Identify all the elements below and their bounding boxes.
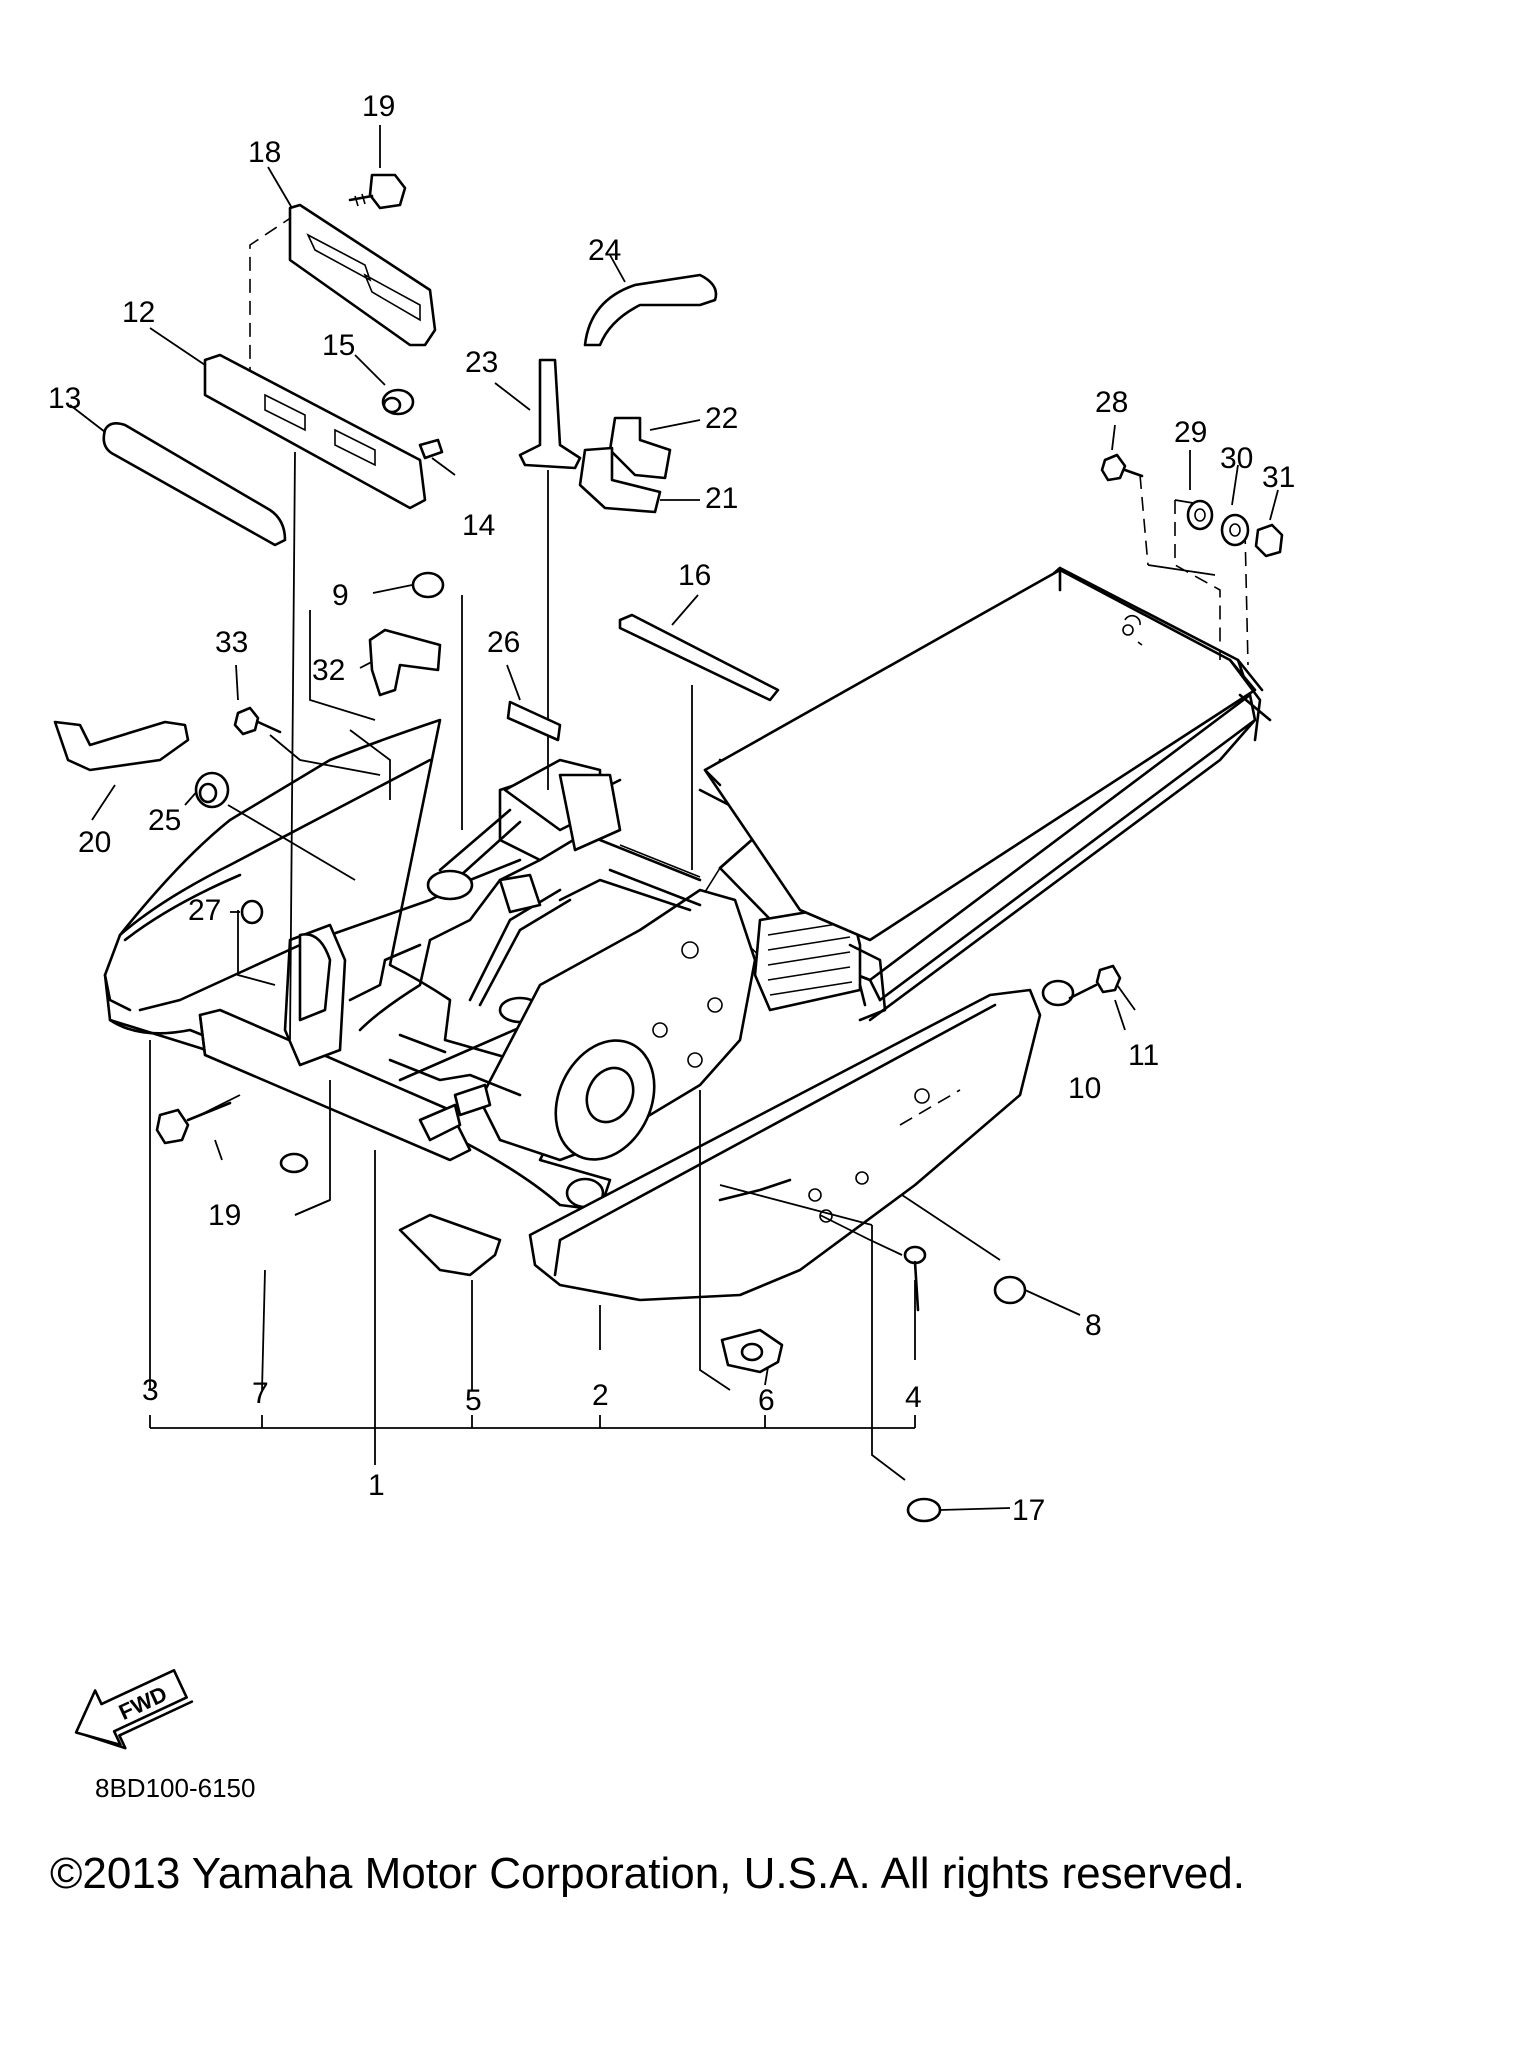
callout-5: 5 — [465, 1384, 482, 1417]
copyright-notice: ©2013 Yamaha Motor Corporation, U.S.A. A… — [50, 1849, 1245, 1898]
callout-19-lower: 19 — [208, 1199, 241, 1232]
plug-17 — [906, 1497, 942, 1523]
pad-26 — [506, 700, 562, 742]
callout-11: 11 — [1128, 1039, 1159, 1072]
pad-21 — [578, 446, 662, 514]
callout-26: 26 — [487, 626, 520, 659]
callout-33: 33 — [215, 626, 248, 659]
bolt-19-top — [348, 173, 407, 210]
washer-29 — [1186, 499, 1214, 531]
callout-7: 7 — [252, 1377, 269, 1410]
cover-24 — [583, 273, 718, 347]
callout-21: 21 — [705, 482, 738, 515]
callout-8: 8 — [1085, 1309, 1102, 1342]
plug-7 — [279, 1152, 309, 1174]
bolt-11 — [1068, 964, 1122, 1000]
bolt-19-lower — [155, 1101, 232, 1145]
bracket-18 — [288, 203, 437, 347]
callout-13: 13 — [48, 382, 81, 415]
strip-16 — [618, 613, 780, 702]
callout-24: 24 — [588, 234, 621, 267]
callout-25: 25 — [148, 804, 181, 837]
callout-18: 18 — [248, 136, 281, 169]
bolt-33 — [233, 706, 282, 736]
grommet-15 — [381, 388, 415, 416]
grommet-25 — [194, 771, 230, 809]
lockwasher-30 — [1220, 513, 1250, 547]
callout-14: 14 — [462, 509, 495, 542]
callout-6: 6 — [758, 1384, 775, 1417]
callout-3: 3 — [142, 1374, 159, 1407]
clip-14 — [418, 438, 444, 460]
callout-10: 10 — [1068, 1072, 1101, 1105]
callout-1: 1 — [368, 1469, 385, 1502]
tunnel-rear-box — [703, 568, 1272, 942]
clip-6 — [720, 1328, 784, 1374]
side-cover — [528, 988, 1042, 1302]
handle-13 — [102, 422, 287, 547]
callout-22: 22 — [705, 402, 738, 435]
callout-9: 9 — [332, 579, 349, 612]
bracket-5 — [398, 1213, 502, 1277]
callout-2: 2 — [592, 1379, 609, 1412]
plug-8 — [993, 1275, 1027, 1305]
nut-31 — [1254, 523, 1284, 558]
callout-16: 16 — [678, 559, 711, 592]
callout-30: 30 — [1220, 442, 1253, 475]
rivet-4 — [903, 1245, 927, 1312]
diagram-code: 8BD100-6150 — [95, 1773, 255, 1803]
callout-20: 20 — [78, 826, 111, 859]
callout-4: 4 — [905, 1381, 922, 1414]
callout-31: 31 — [1262, 461, 1295, 494]
callout-29: 29 — [1174, 416, 1207, 449]
callout-17: 17 — [1012, 1494, 1045, 1527]
grommet-27 — [240, 899, 264, 925]
callout-12: 12 — [122, 296, 155, 329]
bracket-32 — [368, 628, 442, 697]
callout-23: 23 — [465, 346, 498, 379]
pad-20 — [53, 720, 190, 772]
plate-12 — [203, 353, 427, 510]
callout-labels: 19 18 24 12 15 23 13 22 28 29 30 31 21 1… — [48, 90, 1295, 1527]
callout-28: 28 — [1095, 386, 1128, 419]
callout-15: 15 — [322, 329, 355, 362]
pad-22 — [608, 416, 672, 480]
grommet-10 — [1041, 979, 1075, 1007]
bracket-23 — [518, 358, 582, 470]
callout-32: 32 — [312, 654, 345, 687]
forward-arrow-icon: FWD — [74, 1668, 194, 1750]
callout-19-top: 19 — [362, 90, 395, 123]
bolt-28 — [1100, 453, 1144, 482]
grommet-9 — [411, 571, 445, 599]
callout-27: 27 — [188, 894, 221, 927]
